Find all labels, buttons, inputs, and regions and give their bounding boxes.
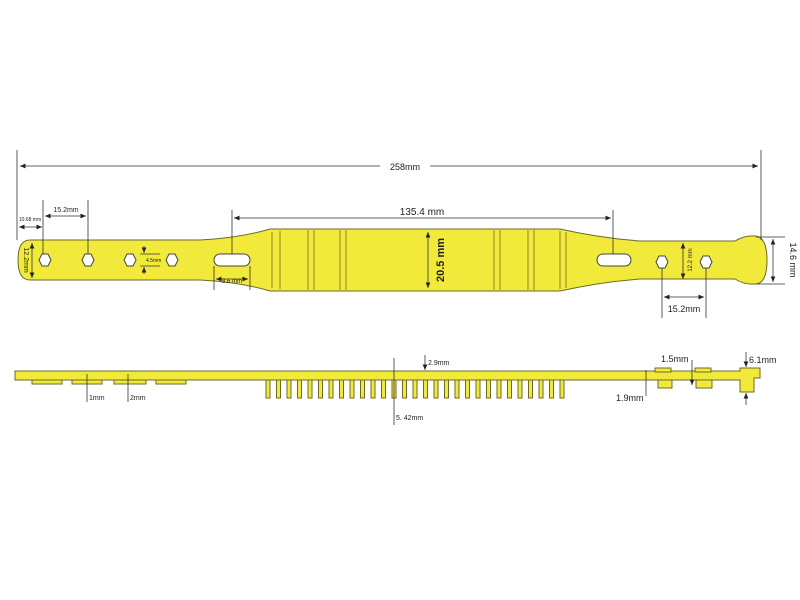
slot-spacing-label: 135.4 mm	[400, 207, 444, 218]
clip	[31, 379, 63, 385]
tooth	[339, 379, 344, 399]
tooth	[549, 379, 554, 399]
tooth	[423, 379, 428, 399]
tooth	[444, 379, 449, 399]
hex-hole	[123, 253, 137, 267]
tooth	[286, 379, 292, 399]
overall-length-label: 258mm	[390, 162, 420, 172]
side-view: 1mm 2mm 2.9mm 5. 42mm 1.5mm 6.1mm 1.9mm	[14, 352, 777, 425]
tooth	[381, 379, 386, 399]
tooth	[360, 379, 365, 399]
grip-bands	[271, 230, 567, 290]
clip-gap-1-label: 1mm	[89, 395, 105, 402]
clip	[113, 379, 147, 385]
slot-width-label: 8.6 mm	[222, 279, 242, 285]
top-view: 258mm 10.68 mm 15.2mm 12.2mm 4.5mm 135.4…	[16, 150, 798, 318]
hex-hole	[655, 255, 669, 269]
tooth	[297, 379, 302, 399]
tooth	[454, 379, 460, 399]
tooth	[517, 379, 523, 399]
hole-size-label: 4.5mm	[146, 258, 161, 264]
tooth	[486, 379, 491, 399]
lock-clip	[694, 367, 712, 373]
head-height-label: 6.1mm	[749, 355, 777, 365]
tooth	[475, 379, 481, 399]
hex-hole	[38, 253, 52, 267]
tooth	[318, 379, 323, 399]
clip-gap-2-label: 2mm	[130, 395, 146, 402]
tooth	[433, 379, 439, 399]
strap-width-left-label: 12.2mm	[22, 247, 29, 272]
body-width-label: 20.5 mm	[435, 238, 447, 282]
lock-thickness-label: 1.5mm	[661, 354, 689, 364]
tooth	[307, 379, 313, 399]
tooth	[328, 379, 334, 399]
tooth-height-label: 5. 42mm	[396, 415, 423, 422]
tooth	[559, 379, 565, 399]
tooth	[528, 379, 533, 399]
hex-hole	[699, 255, 713, 269]
tooth	[412, 379, 418, 399]
clip	[155, 379, 187, 385]
tooth	[276, 379, 281, 399]
hole-pitch-right-label: 15.2mm	[668, 304, 701, 314]
tooth	[265, 379, 271, 399]
slot-right	[596, 253, 632, 267]
tooth	[465, 379, 470, 399]
tooth	[507, 379, 512, 399]
tooth	[496, 379, 502, 399]
tooth	[370, 379, 376, 399]
tooth	[349, 379, 355, 399]
end-offset-label: 10.68 mm	[19, 217, 41, 223]
slot-left	[213, 253, 251, 267]
lock-clip	[654, 367, 672, 373]
strap-top-outline	[17, 228, 768, 292]
hole-pitch-left-label: 15.2mm	[53, 207, 78, 214]
lock-clip	[657, 379, 673, 389]
tooth	[538, 379, 544, 399]
tooth	[402, 379, 407, 399]
lock-clip	[695, 379, 713, 389]
hex-hole	[81, 253, 95, 267]
strap-thickness-label: 2.9mm	[428, 360, 450, 367]
teeth	[265, 379, 565, 399]
head-width-label: 14.6 mm	[788, 242, 798, 277]
lock-gap-label: 1.9mm	[616, 393, 644, 403]
strap-width-right-label: 12.2 mm	[688, 248, 694, 271]
hex-holes	[38, 253, 713, 269]
hex-hole	[165, 253, 179, 267]
